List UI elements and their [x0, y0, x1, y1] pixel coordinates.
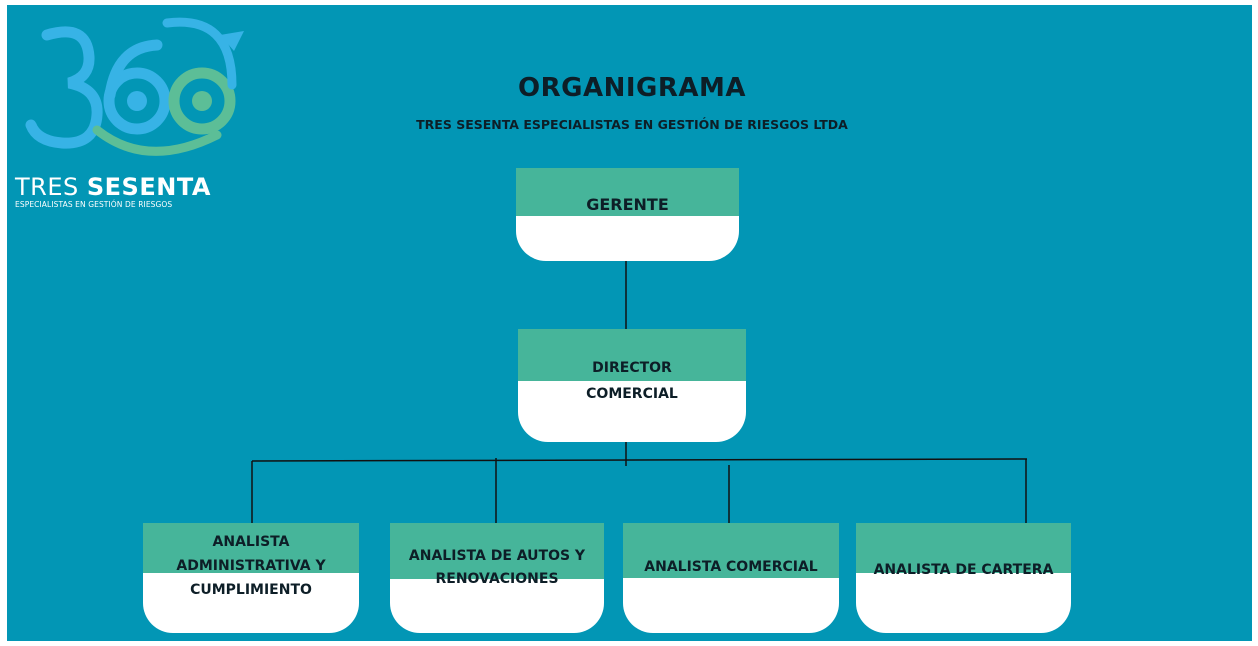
node-autos-label-2: RENOVACIONES	[435, 571, 559, 587]
node-analista-cartera: ANALISTA DE CARTERA	[856, 523, 1071, 633]
node-adm-label-3: CUMPLIMIENTO	[190, 582, 312, 598]
page-subtitle: TRES SESENTA ESPECIALISTAS EN GESTIÓN DE…	[416, 117, 848, 132]
node-director-label-1: DIRECTOR	[592, 360, 672, 376]
node-adm-label-2: ADMINISTRATIVA Y	[176, 558, 326, 574]
connector-lines	[251, 261, 1028, 523]
org-chart-canvas: TRES SESENTA ESPECIALISTAS EN GESTIÓN DE…	[7, 5, 1252, 641]
node-adm-label-1: ANALISTA	[212, 534, 290, 550]
connector-horizontal	[251, 458, 1028, 462]
node-cartera-label: ANALISTA DE CARTERA	[873, 562, 1054, 578]
node-analista-comercial: ANALISTA COMERCIAL	[623, 523, 839, 633]
logo-360-icon	[25, 17, 244, 156]
node-comercial-label: ANALISTA COMERCIAL	[644, 559, 818, 575]
node-analista-administrativa: ANALISTA ADMINISTRATIVA Y CUMPLIMIENTO	[143, 523, 359, 633]
node-analista-autos: ANALISTA DE AUTOS Y RENOVACIONES	[390, 523, 604, 633]
node-director-label-2: COMERCIAL	[586, 386, 678, 402]
page-title: ORGANIGRAMA	[518, 73, 746, 103]
node-gerente-label: GERENTE	[586, 195, 669, 214]
brand-name: TRES SESENTA	[15, 173, 211, 201]
brand-name-part2: SESENTA	[86, 173, 211, 201]
node-gerente: GERENTE	[516, 168, 739, 261]
brand-tagline: ESPECIALISTAS EN GESTIÓN DE RIESGOS	[15, 200, 173, 209]
node-director-comercial: DIRECTOR COMERCIAL	[518, 329, 746, 442]
node-autos-label-1: ANALISTA DE AUTOS Y	[408, 548, 586, 564]
brand-name-part1: TRES	[15, 173, 87, 201]
